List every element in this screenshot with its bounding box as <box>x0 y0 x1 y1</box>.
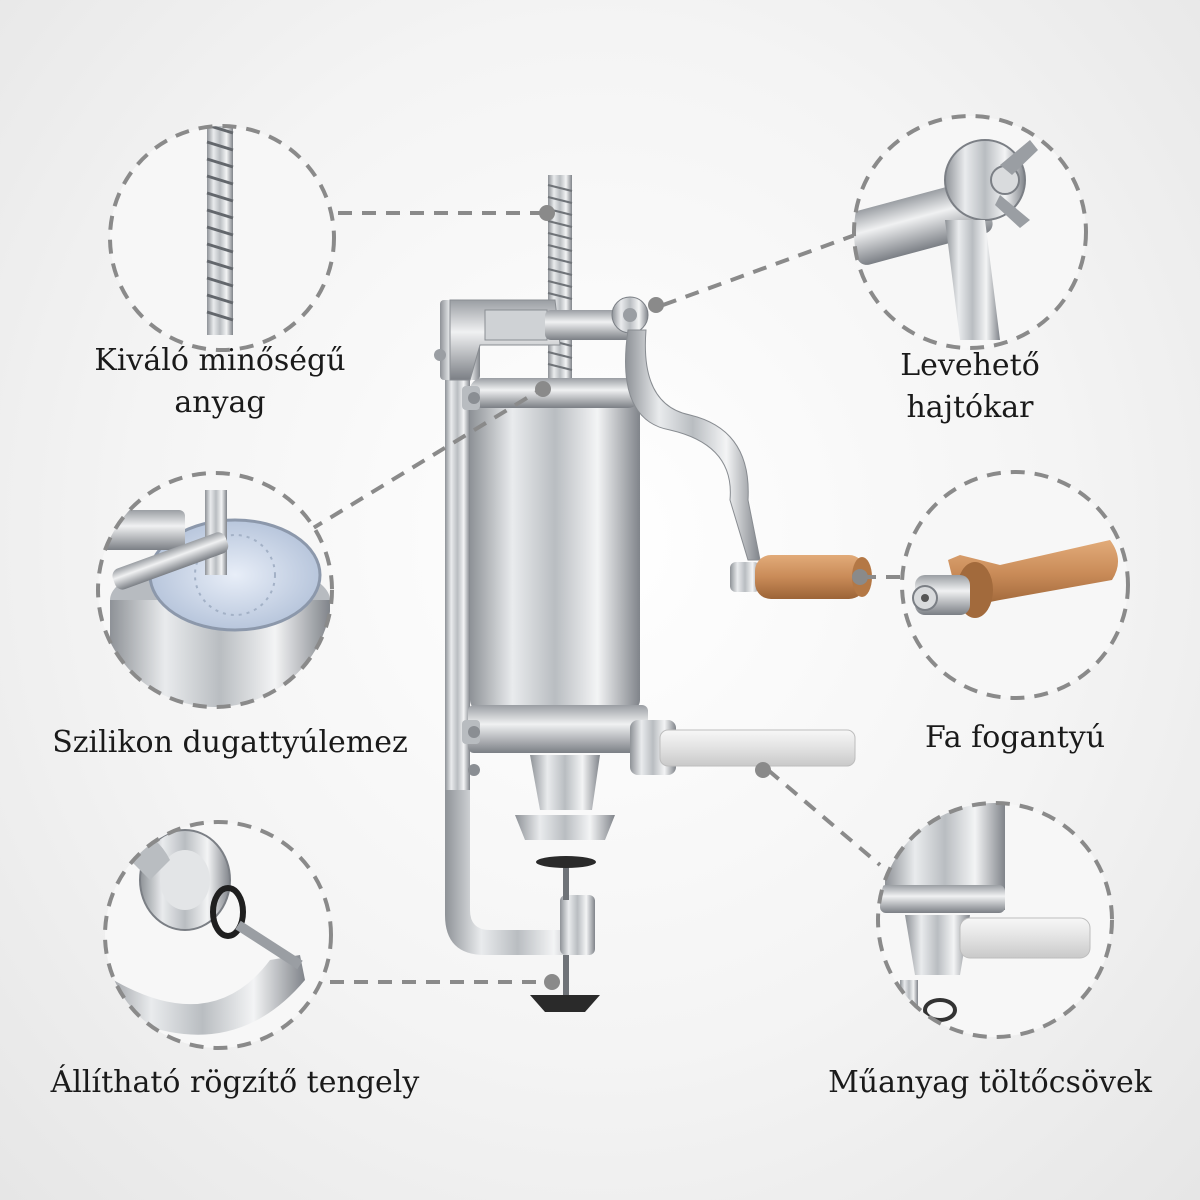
label-piston: Szilikon dugattyúlemez <box>40 722 420 764</box>
label-material-line2: anyag <box>174 385 266 420</box>
label-clamp-line1: Állítható rögzítő tengely <box>50 1065 420 1100</box>
callout-connectors <box>308 211 900 984</box>
label-crank-line1: Levehető <box>900 348 1040 383</box>
wooden-handle-icon <box>900 470 1130 700</box>
connector-crank <box>662 233 856 307</box>
label-tubes-line1: Műanyag töltőcsövek <box>828 1065 1152 1100</box>
label-tubes: Műanyag töltőcsövek <box>810 1062 1170 1104</box>
label-material: Kiváló minőségű anyag <box>70 340 370 424</box>
clamp-screw-icon <box>103 820 333 1050</box>
label-piston-line1: Szilikon dugattyúlemez <box>52 725 408 760</box>
threaded-rod-icon <box>108 124 336 352</box>
piston-plate-icon <box>96 471 334 709</box>
label-crank-line2: hajtókar <box>906 390 1034 425</box>
connector-tubes <box>766 768 882 867</box>
connector-piston <box>308 388 542 532</box>
filling-tube-icon <box>876 801 1114 1039</box>
label-handle: Fa fogantyú <box>880 717 1150 759</box>
label-crank: Levehető hajtókar <box>830 345 1110 429</box>
sausage-stuffer-illustration <box>434 175 872 1012</box>
crank-joint-icon <box>852 114 1088 350</box>
connector-dots <box>535 205 868 990</box>
label-handle-line1: Fa fogantyú <box>924 720 1106 755</box>
label-material-line1: Kiváló minőségű <box>94 343 346 378</box>
label-clamp: Állítható rögzítő tengely <box>40 1062 430 1104</box>
